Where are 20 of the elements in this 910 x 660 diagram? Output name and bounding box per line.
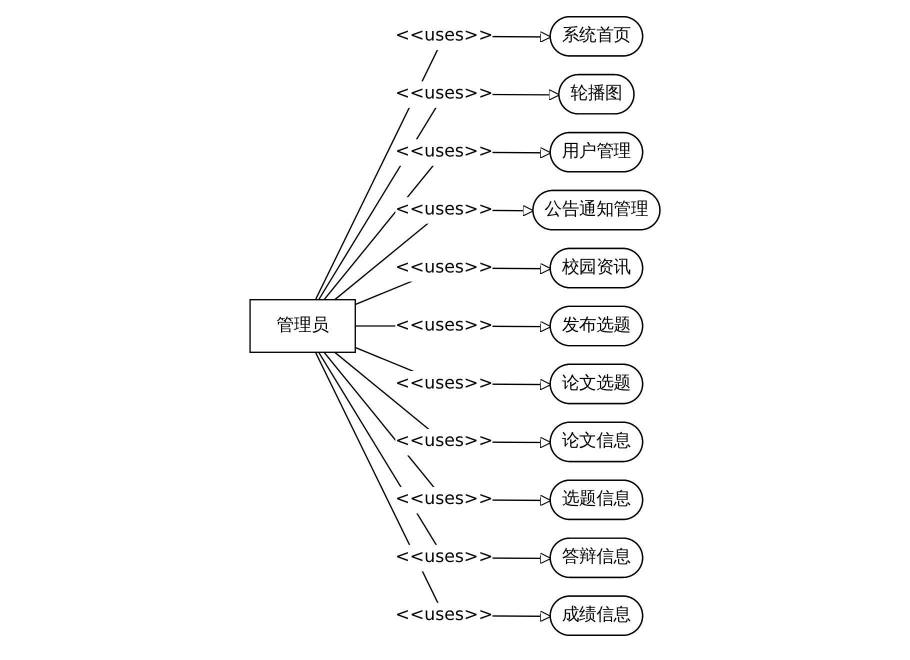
arrow <box>334 204 534 300</box>
edge-label: <<uses>> <box>395 84 493 104</box>
edge-label: <<uses>> <box>395 432 493 452</box>
edge-label: <<uses>> <box>395 489 493 510</box>
edge-label: <<uses>> <box>395 605 493 626</box>
arrow <box>314 31 552 300</box>
arrow <box>318 88 560 300</box>
edge-label: <<uses>> <box>395 547 493 568</box>
edge-label: <<uses>> <box>395 26 493 46</box>
node-box: 管理员 <box>249 299 356 353</box>
edge-label: <<uses>> <box>395 142 493 162</box>
arrow <box>318 352 552 564</box>
arrow <box>324 146 552 300</box>
arrow <box>334 352 552 448</box>
arrow <box>324 352 552 506</box>
edge-label: <<uses>> <box>395 316 493 336</box>
arrow <box>314 352 552 622</box>
edge-label: <<uses>> <box>395 374 493 394</box>
edge-label: <<uses>> <box>395 200 493 220</box>
edge-label: <<uses>> <box>395 258 493 278</box>
